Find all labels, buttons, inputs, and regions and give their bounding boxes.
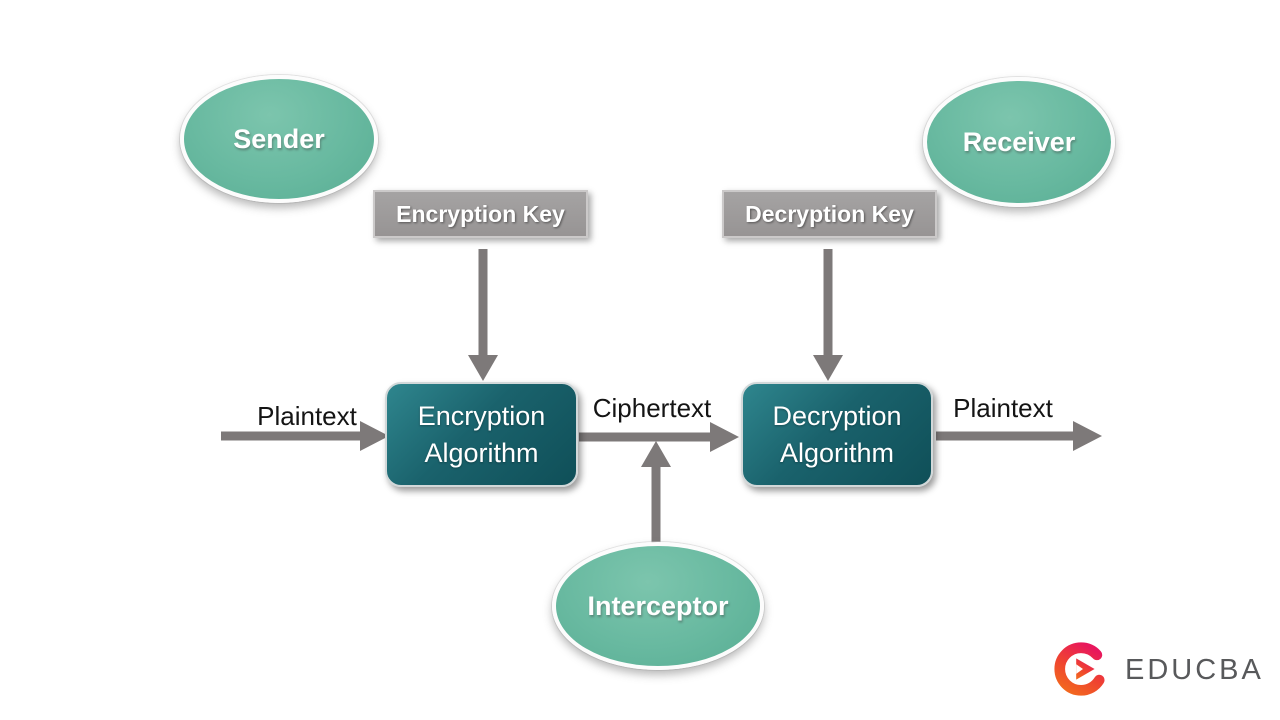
educba-logo-text: EDUCBA bbox=[1125, 653, 1264, 686]
arrow-decryption-key-to-algorithm bbox=[813, 249, 843, 381]
node-decryption-algorithm-line2: Algorithm bbox=[779, 437, 895, 468]
educba-logo-icon bbox=[1054, 642, 1108, 696]
edge-label-output-plaintext: Plaintext bbox=[953, 393, 1053, 423]
node-encryption-algorithm-line1: Encryption bbox=[417, 401, 546, 432]
node-encryption-key: Encryption Key bbox=[373, 190, 588, 238]
node-decryption-algorithm-line1: Decryption bbox=[772, 401, 902, 432]
edge-label-ciphertext: Ciphertext bbox=[592, 393, 712, 423]
arrow-encryption-key-to-algorithm bbox=[468, 249, 498, 381]
node-decryption-key: Decryption Key bbox=[722, 190, 937, 238]
node-decryption-key-label: Decryption Key bbox=[745, 200, 914, 227]
node-encryption-key-label: Encryption Key bbox=[396, 200, 565, 227]
node-interceptor: Interceptor bbox=[552, 542, 764, 670]
educba-logo: EDUCBA bbox=[1052, 637, 1264, 703]
arrow-decryption-to-plaintext bbox=[936, 421, 1102, 451]
node-encryption-algorithm: Encryption Algorithm bbox=[385, 382, 578, 487]
arrow-ciphertext-to-decryption bbox=[579, 422, 739, 452]
node-sender-label: Sender bbox=[233, 123, 325, 154]
node-interceptor-label: Interceptor bbox=[587, 590, 729, 621]
node-decryption-algorithm: Decryption Algorithm bbox=[741, 382, 933, 487]
node-receiver-label: Receiver bbox=[962, 126, 1076, 157]
node-encryption-algorithm-line2: Algorithm bbox=[424, 437, 539, 468]
node-sender: Sender bbox=[180, 75, 378, 203]
arrow-interceptor-to-ciphertext bbox=[641, 441, 671, 545]
edge-label-input-plaintext: Plaintext bbox=[257, 401, 357, 431]
node-receiver: Receiver bbox=[923, 77, 1115, 207]
